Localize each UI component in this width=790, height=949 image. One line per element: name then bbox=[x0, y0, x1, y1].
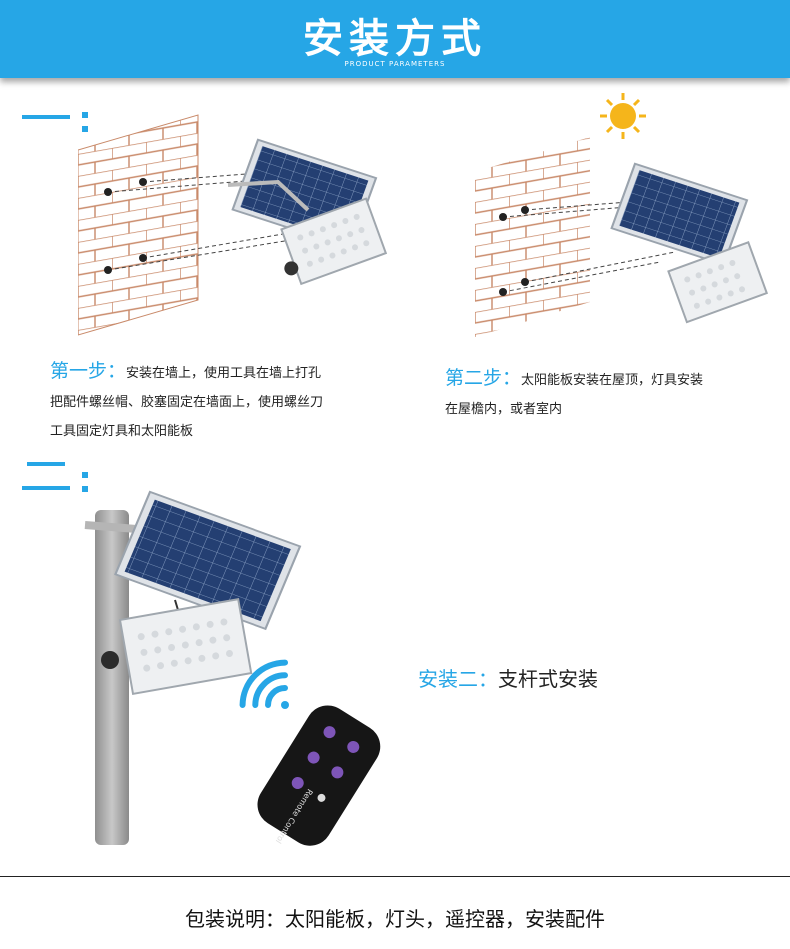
step-two-label: 第二步： bbox=[445, 367, 522, 389]
packing-note: 包装说明：太阳能板，灯头，遥控器，安装配件 bbox=[185, 907, 605, 931]
step-one-text: 第一步：安装在墙上，使用工具在墙上打孔 把配件螺丝帽、胶塞固定在墙面上，使用螺丝… bbox=[50, 357, 420, 446]
sun-icon bbox=[600, 93, 646, 139]
roof-mount-illustration bbox=[475, 93, 769, 337]
section-marker-one bbox=[22, 110, 102, 140]
header-banner: 安装方式 PRODUCT PARAMETERS bbox=[0, 0, 790, 78]
install-two-label: 安装二： bbox=[418, 667, 498, 691]
step-one-line-2: 把配件螺丝帽、胶塞固定在墙面上，使用螺丝刀 bbox=[50, 395, 324, 410]
wifi-signal-icon bbox=[239, 659, 289, 709]
step-two-line-1: 太阳能板安装在屋顶，灯具安装 bbox=[521, 373, 704, 388]
step-one-line-3: 工具固定灯具和太阳能板 bbox=[50, 424, 194, 439]
step-two-text: 第二步：太阳能板安装在屋顶，灯具安装 在屋檐内，或者室内 bbox=[445, 364, 785, 424]
section-marker-two bbox=[22, 462, 102, 494]
page-subtitle: PRODUCT PARAMETERS bbox=[344, 60, 446, 68]
step-one-line-1: 安装在墙上，使用工具在墙上打孔 bbox=[126, 366, 322, 381]
page-title: 安装方式 bbox=[303, 16, 487, 62]
divider bbox=[0, 876, 790, 877]
pole-mount-illustration: Remote Control bbox=[84, 490, 381, 846]
install-two-value: 支杆式安装 bbox=[498, 667, 598, 691]
step-one-label: 第一步： bbox=[50, 360, 127, 382]
install-two-text: 安装二：支杆式安装 bbox=[418, 663, 598, 692]
wall-mount-illustration bbox=[78, 114, 388, 336]
remote-control: Remote Control bbox=[257, 705, 381, 846]
step-two-line-2: 在屋檐内，或者室内 bbox=[445, 402, 563, 417]
